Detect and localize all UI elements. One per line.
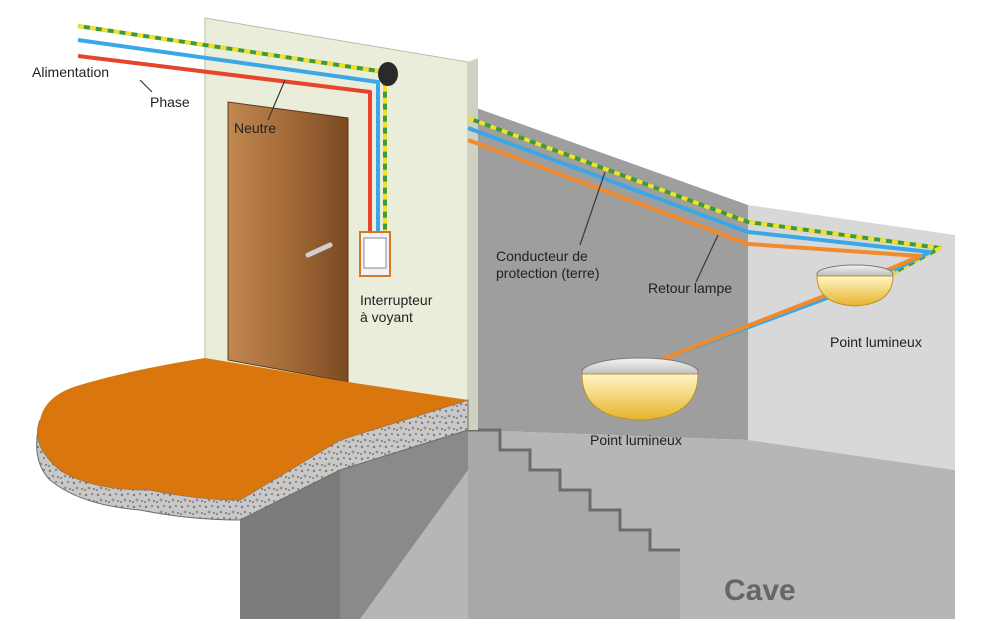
neutral-wire (77, 38, 380, 250)
cellar-wires (467, 116, 942, 362)
floor-slab-top (37, 358, 468, 500)
label-point-lumineux-1: Point lumineux (590, 432, 682, 448)
phase-wire (77, 54, 372, 250)
cellar-front-wall (240, 440, 340, 619)
wall-edge (468, 58, 478, 430)
label-retour-lampe: Retour lampe (648, 280, 733, 296)
cellar-left-wall (468, 105, 748, 440)
ceiling-lamp-icon (581, 357, 699, 421)
light-switch-icon (359, 231, 391, 277)
label-neutre: Neutre (234, 120, 277, 136)
door-handle-icon (305, 242, 333, 258)
label-point-lumineux-2: Point lumineux (830, 334, 922, 350)
label-phase: Phase (150, 94, 190, 110)
stairs (468, 428, 680, 619)
label-conducteur: Conducteur de protection (terre) (496, 248, 600, 281)
leader-lines (139, 79, 719, 283)
junction-box (378, 62, 398, 86)
ceiling-lamp-icon (816, 264, 894, 307)
stairwell-shadow (340, 430, 468, 619)
label-interrupteur: Interrupteur à voyant (360, 292, 433, 325)
door (227, 101, 349, 383)
label-alimentation: Alimentation (32, 64, 110, 80)
cellar-right-wall (748, 205, 955, 470)
label-cave: Cave (724, 574, 796, 607)
